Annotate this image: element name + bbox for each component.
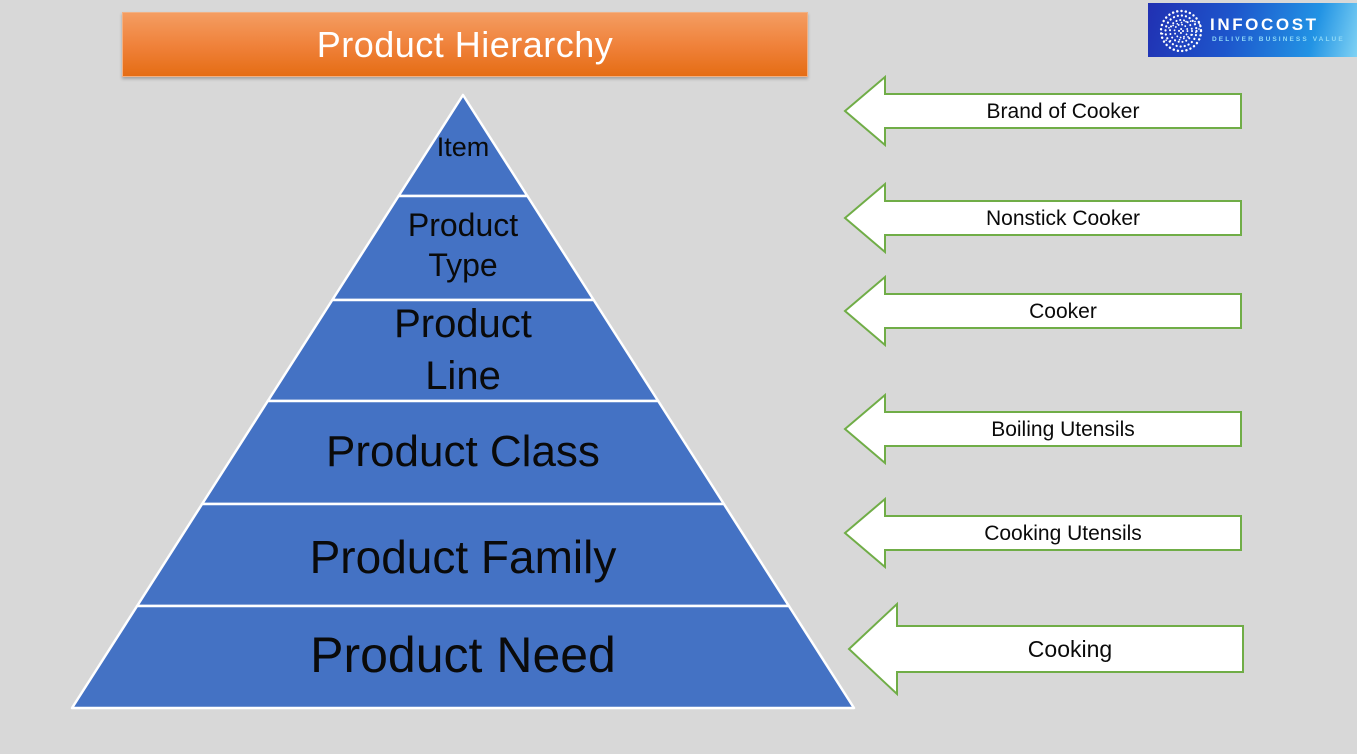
pyramid-label-product-type-line2: Type xyxy=(428,247,497,283)
arrow-boiling-utensils: Boiling Utensils xyxy=(843,392,1242,466)
arrow-label: Cooker xyxy=(1029,300,1097,323)
arrow-label: Boiling Utensils xyxy=(991,418,1135,441)
pyramid-label-product-line-line2: Line xyxy=(425,354,501,398)
pyramid-label-product-family: Product Family xyxy=(310,531,617,583)
arrow-label: Cooking xyxy=(1028,636,1112,662)
arrow-cooking-utensils: Cooking Utensils xyxy=(843,496,1242,570)
left-arrow-shape xyxy=(843,496,1242,570)
arrow-brand-of-cooker: Brand of Cooker xyxy=(843,74,1242,148)
arrow-label: Nonstick Cooker xyxy=(986,207,1140,230)
pyramid-label-product-class: Product Class xyxy=(326,427,600,476)
arrow-nonstick-cooker: Nonstick Cooker xyxy=(843,181,1242,255)
page-title: Product Hierarchy xyxy=(316,23,614,65)
logo-name: INFOCOST xyxy=(1210,15,1319,34)
pyramid: Item Product Type Product Line Product C… xyxy=(70,93,856,710)
pyramid-label-product-line-line1: Product xyxy=(394,302,532,346)
left-arrow-shape xyxy=(843,181,1242,255)
left-arrow-shape xyxy=(847,601,1244,697)
globe-dots-icon xyxy=(1159,9,1203,53)
pyramid-label-product-need: Product Need xyxy=(310,627,616,683)
arrow-cooking: Cooking xyxy=(847,601,1244,697)
left-arrow-shape xyxy=(843,74,1242,148)
pyramid-label-item: Item xyxy=(437,132,490,162)
arrow-label: Brand of Cooker xyxy=(987,100,1140,123)
logo-tagline: DELIVER BUSINESS VALUE xyxy=(1212,36,1345,43)
logo: INFOCOST DELIVER BUSINESS VALUE xyxy=(1148,3,1357,57)
pyramid-label-product-type-line1: Product xyxy=(408,207,518,243)
title-banner: Product Hierarchy xyxy=(122,12,808,77)
arrow-label: Cooking Utensils xyxy=(984,522,1142,545)
arrow-cooker: Cooker xyxy=(843,274,1242,348)
pyramid-level-product-need xyxy=(70,604,856,710)
left-arrow-shape xyxy=(843,274,1242,348)
left-arrow-shape xyxy=(843,392,1242,466)
